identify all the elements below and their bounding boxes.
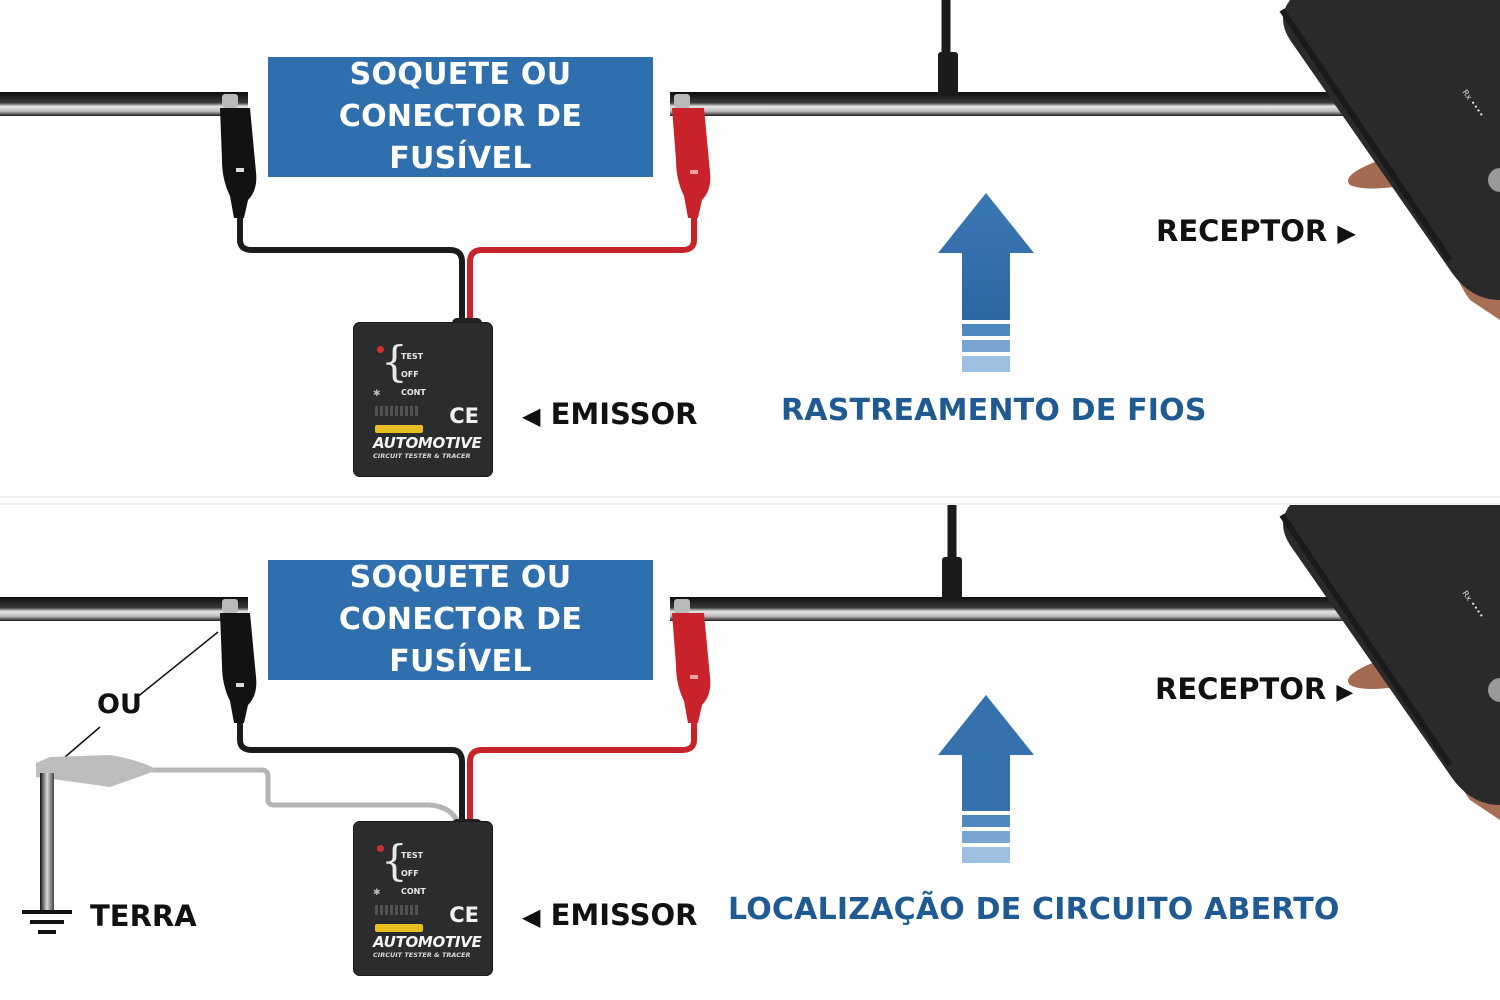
connector-label-line-2: CONECTOR DE FUSÍVEL: [338, 99, 583, 176]
receiver-label: RECEPTOR ▶: [1156, 214, 1356, 248]
connector-label-box: SOQUETE OU CONECTOR DE FUSÍVEL: [268, 560, 653, 680]
red-alligator-clip: [672, 599, 711, 723]
connector-label-line-2: CONECTOR DE FUSÍVEL: [338, 602, 583, 679]
mode-test: TEST: [401, 851, 424, 860]
receiver-label-text: RECEPTOR: [1156, 214, 1328, 248]
red-alligator-clip: [672, 94, 711, 218]
harness-wire-right: [670, 597, 1370, 621]
mode-cont: CONT: [401, 887, 426, 896]
device-subtitle: CIRCUIT TESTER & TRACER: [373, 452, 471, 460]
harness-wire-right: [670, 92, 1370, 116]
mode-title-open-circuit: LOCALIZAÇÃO DE CIRCUITO ABERTO: [728, 892, 1340, 927]
arrow-right-icon: ▶: [1337, 219, 1356, 247]
device-brand: AUTOMOTIVE: [373, 434, 482, 452]
harness-wire-left: [0, 597, 248, 621]
open-circuit-scene: Rx ••••: [0, 505, 1500, 934]
mode-brace-icon: {: [381, 836, 408, 885]
arrow-left-icon: ◀: [522, 903, 541, 931]
continuity-icon: ✱: [373, 389, 381, 399]
emitter-label: ◀ EMISSOR: [522, 397, 698, 431]
black-lead: [237, 715, 465, 823]
warning-sticker: [375, 425, 423, 433]
emitter-label-text: EMISSOR: [550, 898, 698, 932]
connector-label-line-1: SOQUETE OU: [349, 57, 572, 92]
or-pointer-line-top: [135, 631, 219, 699]
receiver-label: RECEPTOR ▶: [1155, 672, 1353, 706]
black-lead: [237, 210, 465, 322]
arrow-left-icon: ◀: [522, 402, 541, 430]
fine-print: [375, 905, 419, 915]
black-alligator-clip: [220, 94, 257, 218]
emitter-device: { TEST OFF CONT ✱ CE AUTOMOTIVE CIRCUIT …: [353, 322, 493, 477]
fine-print: [375, 406, 419, 416]
receiver-device: Rx ••••: [1279, 505, 1500, 820]
emitter-device: { TEST OFF CONT ✱ CE AUTOMOTIVE CIRCUIT …: [353, 821, 493, 976]
red-lead: [467, 715, 697, 823]
probe-tip: [938, 52, 958, 94]
emitter-label: ◀ EMISSOR: [522, 898, 698, 932]
ground-post: [40, 773, 54, 911]
connector-label-line-1: SOQUETE OU: [349, 560, 572, 595]
receiver-label-text: RECEPTOR: [1155, 672, 1327, 706]
mode-test: TEST: [401, 352, 424, 361]
probe-tip: [942, 557, 962, 599]
mode-brace-icon: {: [381, 337, 408, 386]
mode-title-wire-tracing: RASTREAMENTO DE FIOS: [781, 393, 1207, 428]
black-alligator-clip: [220, 599, 257, 723]
red-lead: [467, 210, 697, 322]
ground-label: TERRA: [90, 899, 197, 933]
mode-off: OFF: [401, 869, 419, 878]
mode-off: OFF: [401, 370, 419, 379]
continuity-icon: ✱: [373, 888, 381, 898]
panel-divider: [0, 496, 1500, 498]
ground-icon: [22, 910, 72, 934]
ground-lead: [150, 767, 461, 825]
device-brand: AUTOMOTIVE: [373, 933, 482, 951]
up-arrow-icon: [938, 695, 1034, 863]
arrow-right-icon: ▶: [1336, 680, 1354, 705]
ce-mark: CE: [449, 404, 479, 428]
panel-open-circuit: Rx •••• SOQUETE OU CONECTOR DE FUSÍVEL O…: [0, 505, 1500, 1000]
led-indicator-icon: [377, 346, 384, 353]
device-subtitle: CIRCUIT TESTER & TRACER: [373, 951, 471, 959]
warning-sticker: [375, 924, 423, 932]
receiver-device: Rx ••••: [1279, 0, 1500, 320]
or-label: OU: [97, 689, 142, 720]
led-indicator-icon: [377, 845, 384, 852]
up-arrow-icon: [938, 193, 1034, 372]
connector-label-box: SOQUETE OU CONECTOR DE FUSÍVEL: [268, 57, 653, 177]
panel-wire-tracing: Rx •••• SOQUETE OU CONECTOR DE FUSÍVEL R…: [0, 0, 1500, 477]
mode-cont: CONT: [401, 388, 426, 397]
or-pointer-line-bottom: [64, 726, 101, 758]
ground-alligator-clip: [36, 755, 158, 787]
emitter-label-text: EMISSOR: [550, 397, 698, 431]
panel-divider-2: [0, 503, 1500, 505]
ce-mark: CE: [449, 903, 479, 927]
harness-wire-left: [0, 92, 248, 116]
wire-tracing-scene: Rx ••••: [0, 0, 1500, 372]
